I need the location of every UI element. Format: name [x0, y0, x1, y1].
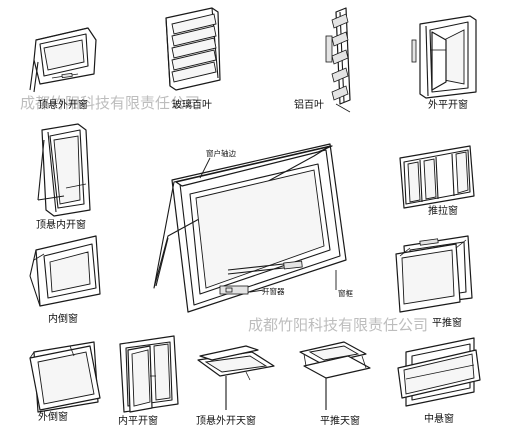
glass-louver-window [165, 7, 221, 91]
callout-opener: 开窗器 [262, 286, 285, 296]
label-casement-out: 外平开窗 [428, 98, 468, 111]
top-hung-out-window [29, 27, 97, 93]
label-parallel-skylight: 平推天窗 [320, 414, 360, 427]
label-casement-in: 内平开窗 [118, 414, 158, 427]
sliding-window [399, 145, 475, 209]
label-top-hung-skylight: 顶悬外开天窗 [196, 414, 256, 427]
aluminum-louver-window [325, 7, 351, 113]
label-sliding: 推拉窗 [428, 204, 458, 217]
top-hung-in-window [37, 123, 91, 217]
label-top-hung-in: 顶悬内开窗 [36, 218, 86, 231]
watermark-upper: 成都竹阳科技有限责任公司 [20, 94, 200, 112]
label-parallel-push: 平推窗 [432, 316, 462, 329]
casement-in-window [119, 335, 179, 413]
tilt-out-window [29, 341, 101, 413]
label-tilt-out: 外倒窗 [38, 410, 68, 423]
label-tilt-in: 内倒窗 [48, 312, 78, 325]
label-aluminum-louver: 铝百叶 [294, 99, 324, 111]
parallel-push-window [395, 235, 473, 313]
label-glass-louver: 玻璃百叶 [172, 98, 212, 111]
top-hung-skylight-window [197, 345, 275, 410]
label-top-hung-out: 顶悬外开窗 [38, 98, 88, 111]
label-center-pivot: 中悬窗 [424, 412, 454, 425]
center-pivot-window [397, 337, 481, 407]
callout-sash-edge: 窗户轴边 [206, 148, 236, 158]
casement-out-window [411, 15, 477, 99]
main-window-diagram [153, 143, 347, 313]
parallel-skylight-window [299, 341, 371, 410]
tilt-in-window [29, 235, 101, 307]
callout-frame: 窗框 [338, 288, 353, 298]
watermark-lower: 成都竹阳科技有限责任公司 [248, 316, 428, 334]
